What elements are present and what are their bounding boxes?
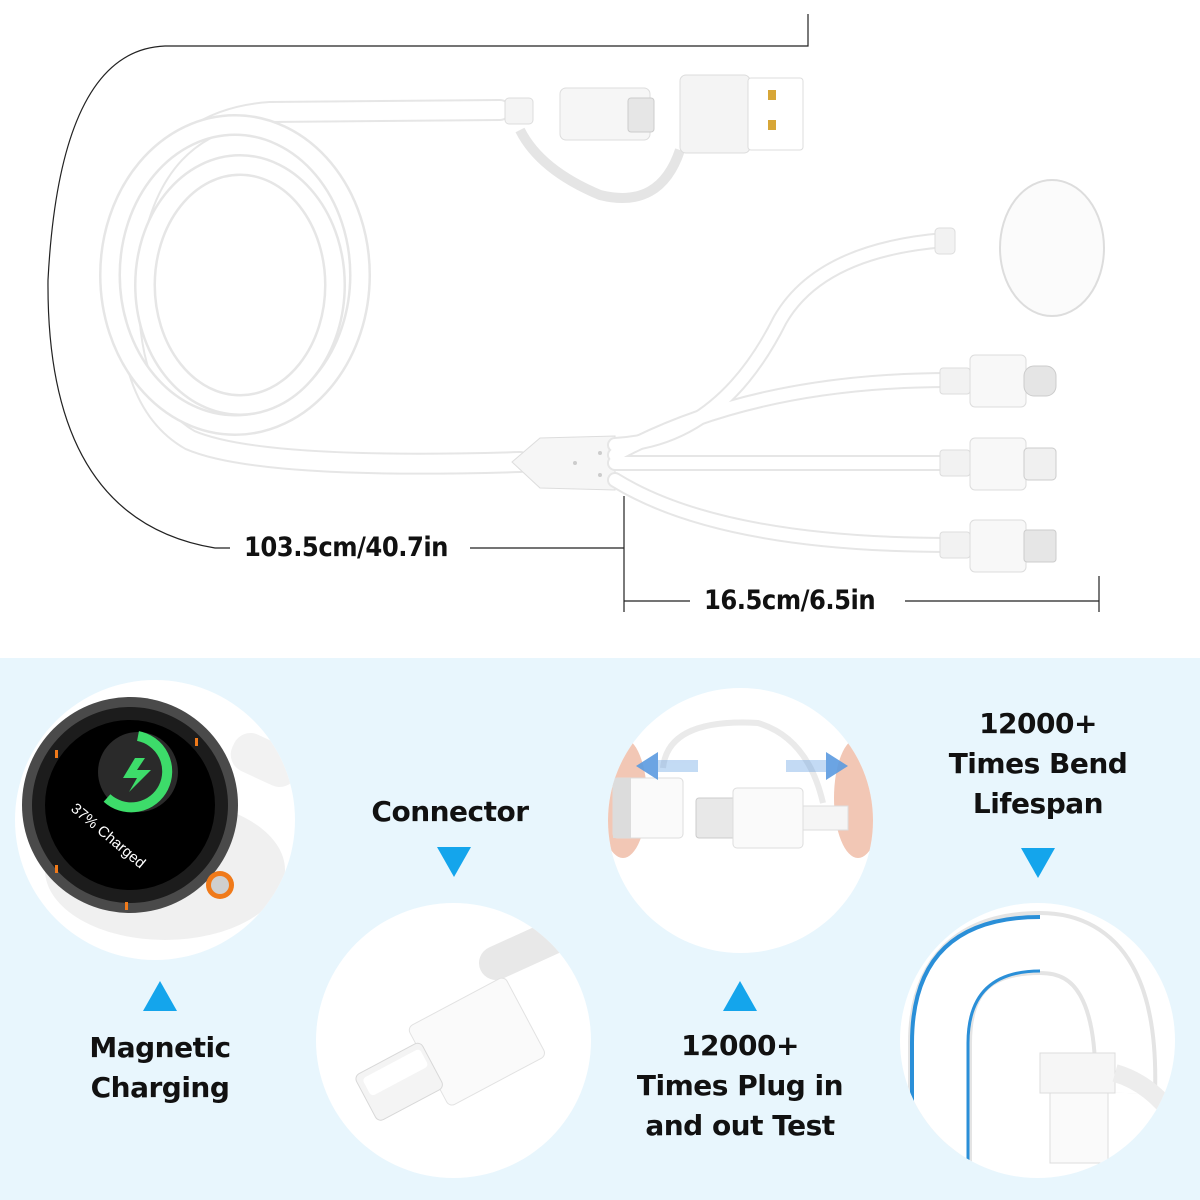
branch-length-label: 16.5cm/6.5in <box>698 585 882 616</box>
watch-charging-image: 37% Charged <box>15 680 295 960</box>
main-cable-length-label: 103.5cm/40.7in <box>238 532 454 563</box>
feature-label-magnetic-charging: Magnetic Charging <box>89 1031 231 1104</box>
features-section: 37% Charged Magnetic Charging Connector <box>0 658 1200 1200</box>
product-overview-section: 103.5cm/40.7in 16.5cm/6.5in <box>47 14 1105 616</box>
arrow-up-icon <box>723 981 757 1011</box>
plug-test-image <box>608 688 873 953</box>
feature-label-connector: Connector <box>371 795 529 828</box>
arrow-up-icon <box>143 981 177 1011</box>
cable-illustration <box>47 14 1105 612</box>
bend-test-image <box>900 903 1175 1178</box>
arrow-down-icon <box>437 847 471 877</box>
arrow-down-icon <box>1021 848 1055 878</box>
lightning-connector-image <box>316 903 591 1178</box>
feature-label-bend-lifespan: 12000+ Times Bend Lifespan <box>948 707 1128 820</box>
feature-label-plug-test: 12000+ Times Plug in and out Test <box>636 1029 844 1142</box>
